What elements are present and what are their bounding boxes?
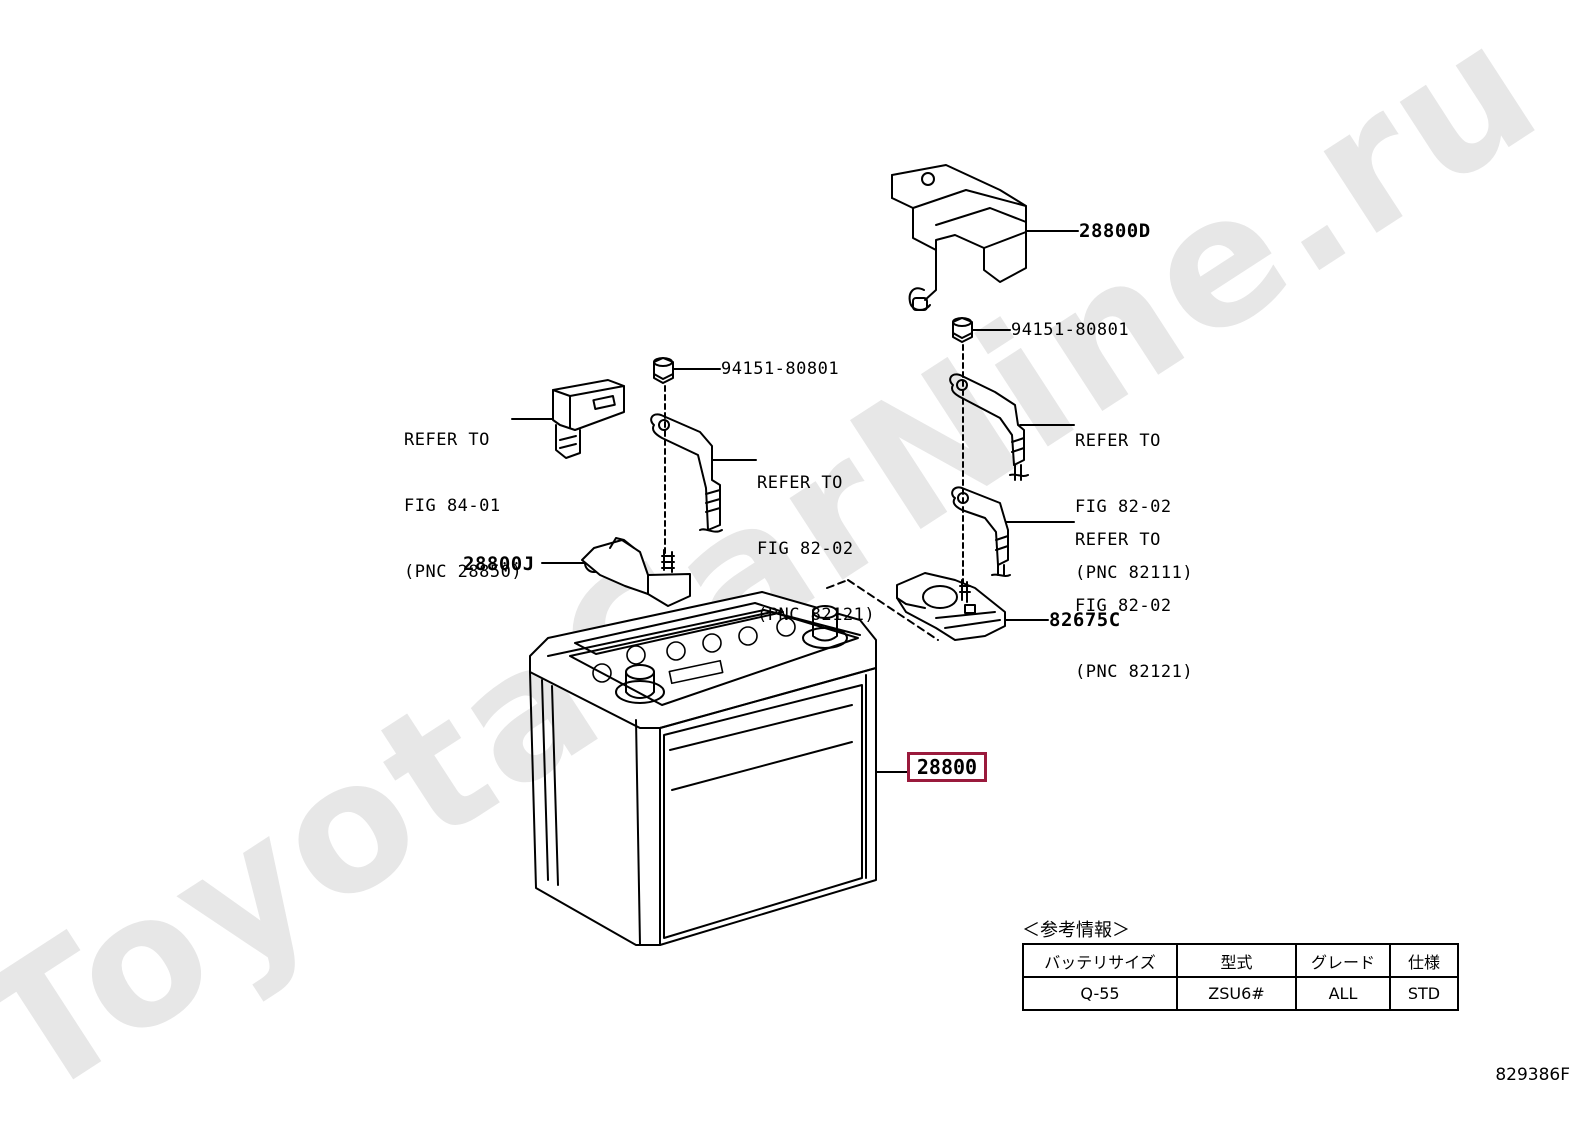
battery-cover-drawing [891,164,1027,311]
ref-line: (PNC 82121) [757,605,876,625]
ref-line: (PNC 28850) [404,562,523,582]
ref-line: FIG 82-02 [1075,596,1172,616]
info-cell-grade: ALL [1295,976,1391,1011]
info-title: ＜参考情報＞ [1022,920,1130,941]
battery-drawing [529,591,877,946]
ref-line: (PNC 82111) [1075,563,1194,583]
ref-line: REFER TO [757,473,843,493]
cable-right-top-drawing [949,373,1029,481]
sensor-drawing [552,379,625,459]
nut-left-drawing [653,357,674,384]
bracket-drawing [896,572,1006,641]
cable-left-drawing [650,413,723,533]
nut-right-drawing [952,317,973,343]
diagram-drawing [511,164,1079,946]
info-cell-spec: STD [1389,976,1459,1011]
info-header-model: 型式 [1176,943,1297,978]
figure-id: 829386F [1495,1065,1570,1085]
ref-line: FIG 84-01 [404,496,501,516]
ref-label-sensor[interactable]: REFER TO FIG 84-01 (PNC 28850) [404,385,522,627]
info-header-row: バッテリサイズ 型式 グレード 仕様 [1022,943,1459,978]
ref-line: REFER TO [404,430,490,450]
clamp-drawing [581,537,691,607]
part-label-battery-highlighted[interactable]: 28800 [907,752,987,782]
ref-line: FIG 82-02 [757,539,854,559]
info-cell-model: ZSU6# [1176,976,1297,1011]
part-label-nut-left[interactable]: 94151-80801 [721,359,840,379]
ref-line: FIG 82-02 [1075,497,1172,517]
ref-line: (PNC 82121) [1075,662,1194,682]
cable-right-bottom-drawing [951,486,1011,577]
ref-label-cable-right-top[interactable]: REFER TO FIG 82-02 (PNC 82111) [1075,386,1193,628]
ref-label-cable-left[interactable]: REFER TO FIG 82-02 (PNC 82121) [757,428,875,670]
info-header-grade: グレード [1295,943,1391,978]
part-label-cover[interactable]: 28800D [1079,220,1151,242]
part-label-clamp[interactable]: 28800J [463,553,535,575]
ref-line: REFER TO [1075,530,1161,550]
info-header-battery-size: バッテリサイズ [1022,943,1178,978]
part-label-bracket[interactable]: 82675C [1049,609,1121,631]
part-label-nut-right[interactable]: 94151-80801 [1011,320,1130,340]
ref-line: REFER TO [1075,431,1161,451]
info-header-spec: 仕様 [1389,943,1459,978]
ref-label-cable-right-bottom[interactable]: REFER TO FIG 82-02 (PNC 82121) [1075,485,1193,727]
info-cell-battery-size: Q-55 [1022,976,1178,1011]
info-data-row: Q-55 ZSU6# ALL STD [1022,976,1459,1011]
info-table: バッテリサイズ 型式 グレード 仕様 Q-55 ZSU6# ALL STD [1022,943,1459,1011]
